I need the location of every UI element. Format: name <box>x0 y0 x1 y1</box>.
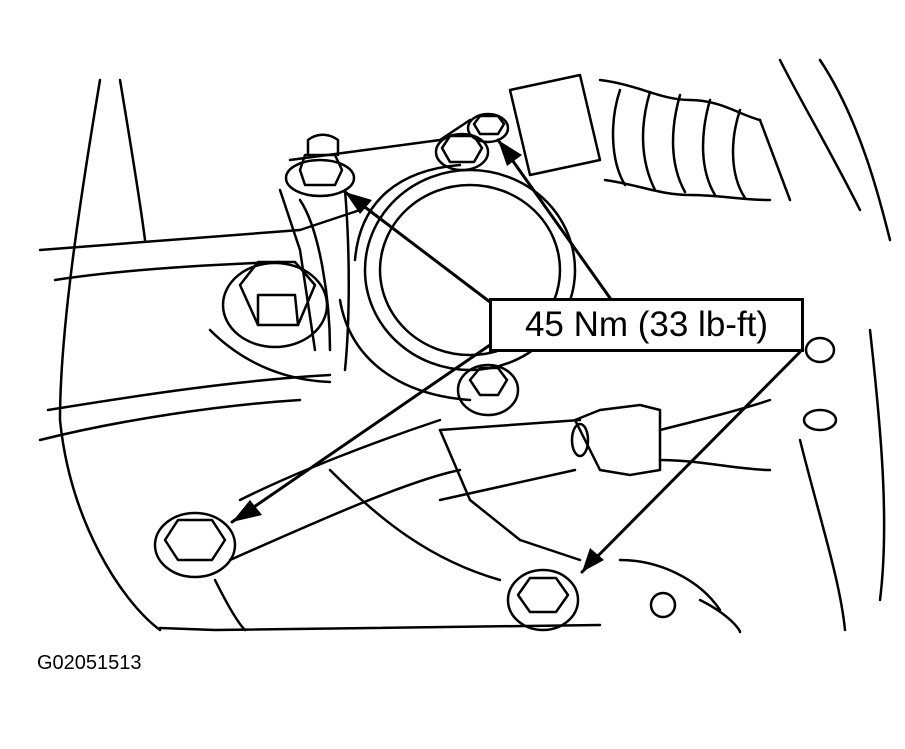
bolt-bottom-right <box>506 568 580 632</box>
arrow-bottom-left-icon <box>232 500 262 522</box>
center-bolt <box>221 260 329 349</box>
arrowheads <box>232 140 604 572</box>
sensor-connector <box>438 336 838 619</box>
small-bolt <box>456 363 520 417</box>
arrow-top-center-icon <box>498 140 522 166</box>
leader-lines <box>230 138 802 574</box>
housing-outline <box>38 58 892 634</box>
bolt-bottom-left <box>153 511 237 579</box>
arrow-bottom-right-icon <box>582 548 604 572</box>
mount-bracket <box>228 118 582 582</box>
bolt-top-left <box>284 133 356 198</box>
torque-spec-label: 45 Nm (33 lb-ft) <box>489 298 804 352</box>
figure-code: G02051513 <box>37 652 142 674</box>
arrow-top-left-icon <box>345 192 372 214</box>
bolt-top-center <box>434 112 510 172</box>
axle-boot <box>508 73 792 202</box>
